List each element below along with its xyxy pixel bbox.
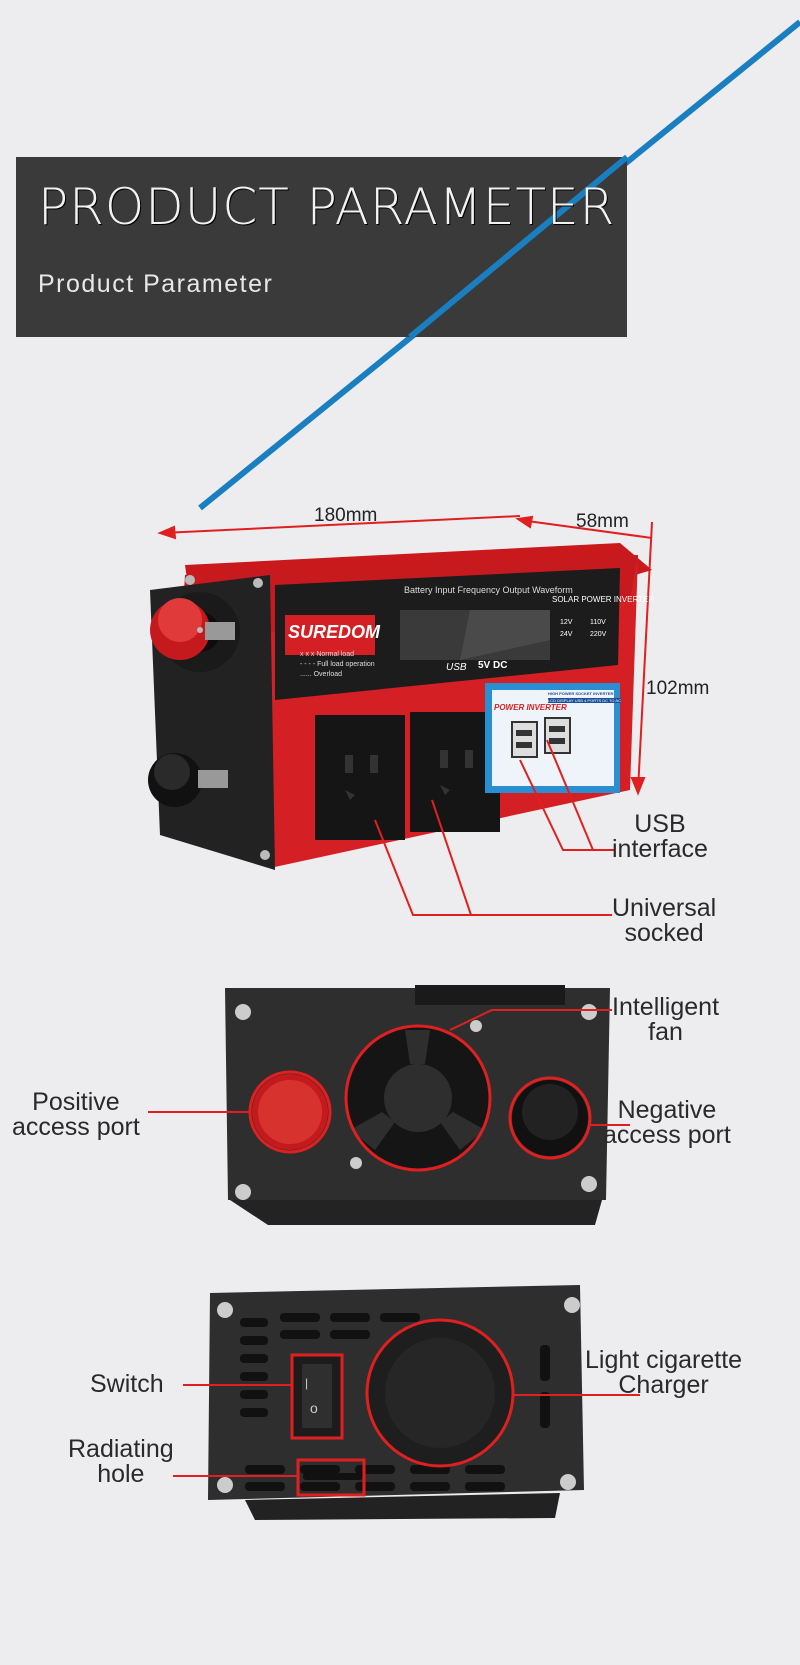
banner-line-overlay: [408, 154, 629, 340]
brand-logo: SUREDOM: [288, 622, 381, 642]
display-header: Battery Input Frequency Output Waveform: [404, 585, 573, 595]
switch-off-mark: |: [305, 1376, 309, 1390]
negative-port-label: Negative access port: [603, 1098, 731, 1148]
universal-socket-label: Universal socked: [612, 896, 716, 946]
fan-label-line1: Intelligent: [612, 993, 720, 1021]
voltage-grid: 12V 110V 24V 220V: [560, 617, 620, 641]
usb-logo: USB: [446, 662, 467, 673]
page-title: PRODUCT PARAMETER: [38, 178, 616, 236]
radiating-hole-label: Radiating hole: [68, 1437, 174, 1487]
cigarette-charger-label: Light cigarette Charger: [585, 1348, 742, 1398]
voltage-220v: 220V: [590, 631, 607, 638]
header-banner: [16, 157, 627, 337]
cigarette-label-line1: Light cigarette: [585, 1346, 743, 1374]
positive-label-line2: access port: [12, 1113, 140, 1141]
legend-normal: x x x Normal load: [300, 651, 355, 658]
sticker-sub1: HIGH POWER SOCKET INVERTER: [548, 691, 614, 696]
intelligent-fan-label: Intelligent fan: [612, 995, 719, 1045]
voltage-12v: 12V: [560, 619, 573, 626]
usb-interface-label: USB interface: [612, 812, 708, 862]
sticker-title: POWER INVERTER: [494, 703, 567, 712]
usb-label-line1: USB: [634, 810, 686, 838]
radiating-label-line2: hole: [97, 1460, 145, 1488]
page-subtitle: Product Parameter: [38, 270, 274, 298]
inverter-side-fan-illustration: [148, 985, 630, 1225]
length-dimension: 180mm: [314, 505, 378, 526]
sticker-sub2: LCD DISPLAY USB 4 PORTS DC TO AC: [548, 698, 621, 703]
legend-overload: ...... Overload: [300, 671, 343, 678]
negative-label-line1: Negative: [617, 1096, 717, 1124]
usb-label-line2: interface: [612, 835, 708, 863]
switch-on-mark: o: [310, 1400, 318, 1416]
negative-label-line2: access port: [603, 1121, 731, 1149]
switch-label: Switch: [90, 1370, 164, 1398]
radiating-label-line1: Radiating: [68, 1435, 174, 1463]
width-dimension: 58mm: [576, 511, 629, 532]
height-dimension: 102mm: [646, 678, 710, 699]
panel-title: SOLAR POWER INVERTER: [552, 595, 655, 604]
socket-label-line2: socked: [624, 919, 704, 947]
inverter-side-switch-illustration: [173, 1285, 640, 1520]
socket-label-line1: Universal: [612, 894, 717, 922]
load-legend: x x x Normal load - - - - Full load oper…: [300, 650, 375, 680]
legend-full: - - - - Full load operation: [300, 661, 375, 668]
voltage-24v: 24V: [560, 631, 573, 638]
positive-port-label: Positive access port: [12, 1090, 140, 1140]
fan-label-line2: fan: [648, 1018, 683, 1046]
usb-voltage: 5V DC: [478, 660, 508, 671]
voltage-110v: 110V: [590, 619, 606, 626]
inverter-front-illustration: [148, 515, 653, 916]
positive-label-line1: Positive: [32, 1088, 120, 1116]
cigarette-label-line2: Charger: [618, 1371, 709, 1399]
